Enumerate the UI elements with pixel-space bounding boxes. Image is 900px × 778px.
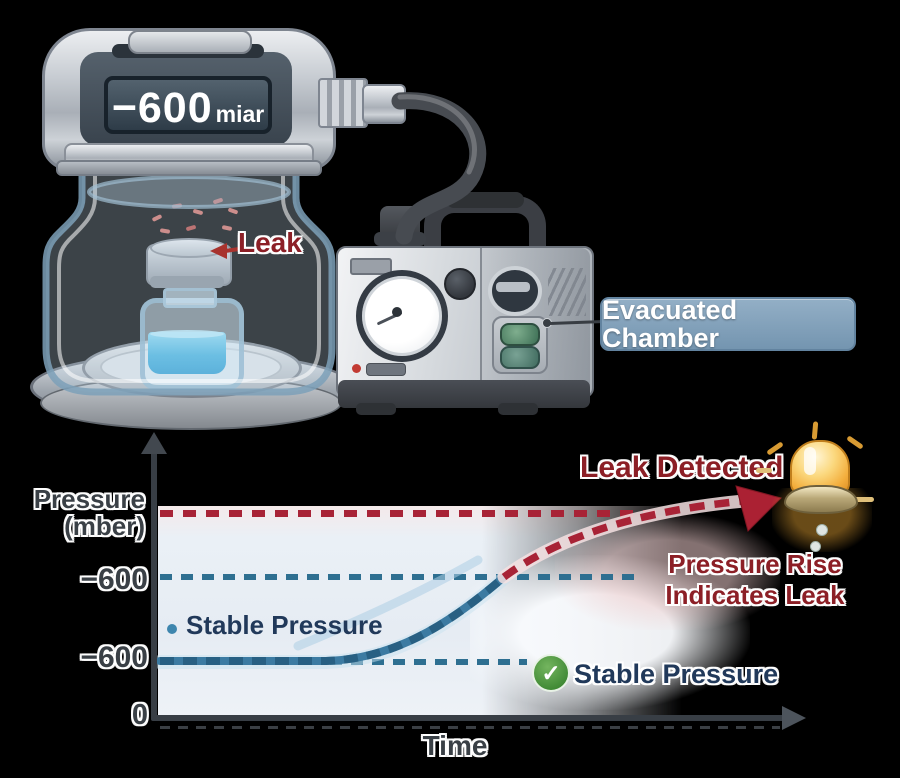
display-value: −600 [111,84,213,132]
pump-label-plate [350,258,392,275]
y-tick-upper: −600 [80,563,148,596]
pump-vent-grille [548,268,586,316]
check-icon: ✓ [532,654,570,692]
y-axis-title-line2: (mber) [64,511,145,542]
display-unit: miar [215,101,265,127]
vial-liquid [148,332,226,374]
vial-neck [163,288,217,308]
evacuated-chamber-label: Evacuated Chamber [600,294,856,353]
x-axis-ghost-dashes [160,726,780,729]
y-axis-title-line1: Pressure [33,484,145,514]
check-glyph: ✓ [541,659,561,686]
pressure-display: −600 miar [104,76,272,134]
stable-pressure-check-label: Stable Pressure [574,659,779,689]
vial-liquid-surface [150,330,224,338]
leak-label: Leak [238,227,302,258]
leak-particle [171,203,183,209]
y-axis-arrow-icon [141,432,167,454]
pump-foot-right [498,403,538,415]
pump-button-start[interactable] [500,323,540,346]
alarm-ray [846,435,864,450]
pressure-rise-label: Pressure Rise Indicates Leak [655,549,855,611]
lid-top-handle [128,30,252,54]
y-axis-title: Pressure (mber) [15,484,145,542]
pump-handle-grip [446,192,524,208]
pump-button-stop[interactable] [500,346,540,369]
lid-port-connector [318,78,368,128]
pump-inlet-flange [374,232,426,246]
leak-particle [221,225,233,231]
x-axis-arrow-icon [782,706,806,730]
leak-particle [159,228,171,234]
vial-cap-ring [150,276,224,288]
alarm-sparkle [810,541,821,552]
x-axis [151,715,785,721]
baseline-600-line [162,659,527,665]
stable-pressure-curve-label: Stable Pressure [186,610,383,640]
y-axis [151,452,157,720]
leak-detected-label: Leak Detected [580,451,784,484]
leak-particle [227,207,239,215]
leak-particle [185,224,197,232]
evacuated-chamber-text: Evacuated Chamber [602,294,738,353]
pump-gauge [356,270,448,362]
alarm-sparkle [816,524,828,536]
alarm-ray [854,497,874,502]
pump-gauge-hub [392,307,402,317]
pump-foot-left [356,403,396,415]
lid-port-barrel [362,84,406,124]
x-axis-title: Time [422,730,488,761]
alarm-base [784,485,858,514]
y-tick-zero: 0 [131,699,148,731]
alarm-ray [811,421,819,440]
pump-knob [444,268,476,300]
pressure-rise-line2: Indicates Leak [665,580,845,610]
lid-collar-lip [56,160,322,176]
pump-power-led [352,364,361,373]
leak-particle [212,197,224,205]
pump-switch-plate[interactable] [366,363,406,376]
y-tick-lower: −600 [80,641,148,674]
upper-600-line [160,574,640,580]
leak-particle [192,208,204,216]
leak-particle [151,214,163,222]
pressure-rise-line1: Pressure Rise [668,549,842,579]
alarm-dome-highlight [804,447,816,475]
pump-dial-band [496,282,530,292]
stable-pressure-dot [167,624,177,634]
alarm-threshold-line [160,510,658,517]
alarm-ray [756,468,772,473]
